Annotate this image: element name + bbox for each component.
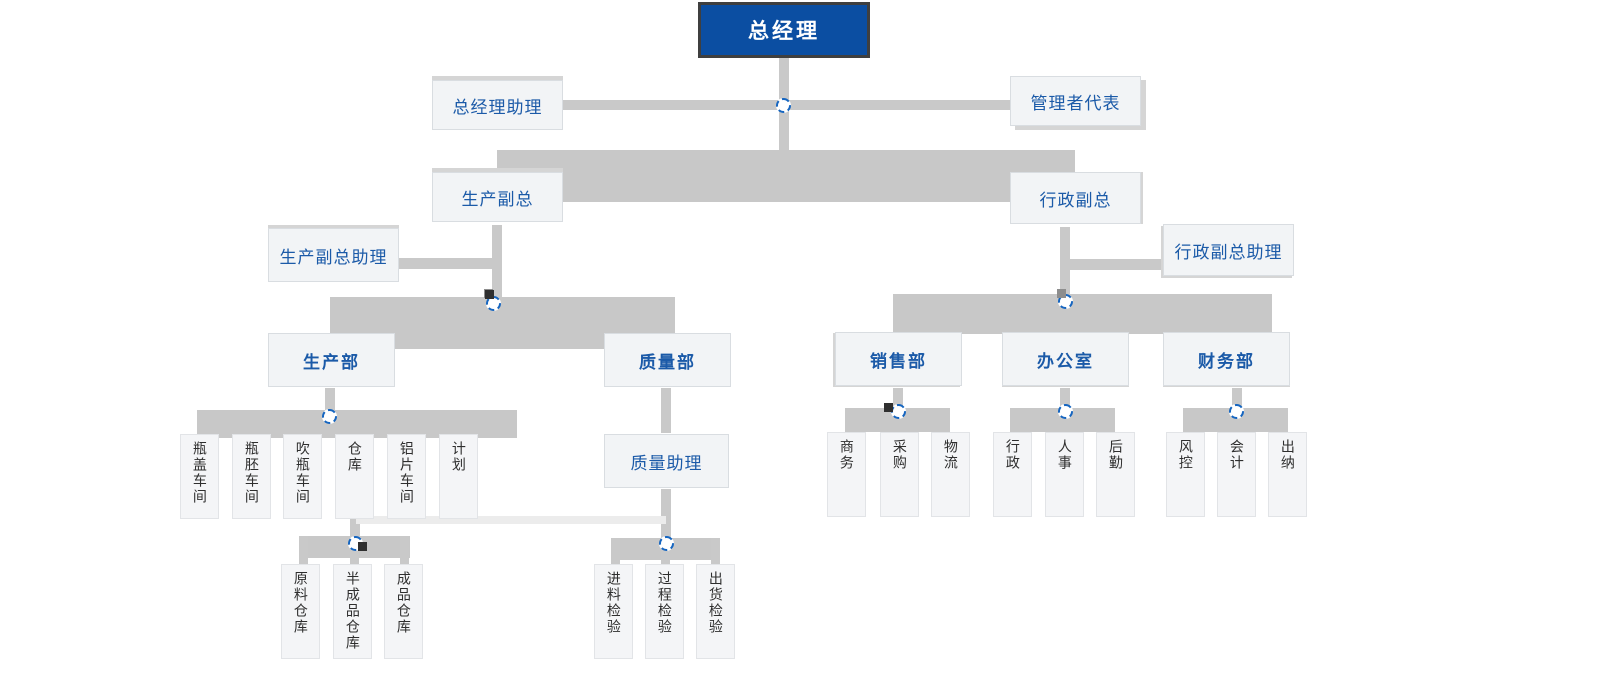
leaf-blow-molding-workshop[interactable]: 吹瓶车间: [283, 434, 322, 519]
junction-handle-finance[interactable]: [1229, 404, 1244, 419]
connector-band-production-leaves: [197, 410, 517, 438]
node-label: 行政副总助理: [1174, 242, 1283, 262]
leaf-label: 采购: [891, 439, 908, 471]
leaf-label: 计划: [450, 441, 467, 473]
leaf-label: 行政: [1004, 439, 1021, 471]
connector-sales-stem: [893, 388, 903, 414]
leaf-label: 仓库: [346, 441, 363, 473]
node-production-vp[interactable]: 生产副总: [432, 172, 563, 222]
connector-prodvp-assistant: [399, 258, 496, 269]
leaf-aluminum-foil-workshop[interactable]: 铝片车间: [387, 434, 426, 519]
leaf-bottle-cap-workshop[interactable]: 瓶盖车间: [180, 434, 219, 519]
node-label: 生产副总助理: [279, 247, 388, 267]
node-label: 总经理助理: [452, 97, 543, 117]
junction-handle-office[interactable]: [1058, 404, 1073, 419]
node-label: 总经理: [748, 20, 820, 43]
leaf-label: 半成品仓库: [344, 571, 361, 651]
leaf-label: 物流: [942, 439, 959, 471]
leaf-label: 铝片车间: [398, 441, 415, 505]
node-office-department[interactable]: 办公室: [1002, 332, 1129, 386]
connector-prodvp-stem: [492, 225, 502, 303]
connector-proddept-stem: [325, 388, 335, 416]
node-production-department[interactable]: 生产部: [268, 333, 395, 387]
node-general-manager[interactable]: 总经理: [698, 2, 870, 58]
leaf-logistics[interactable]: 物流: [931, 432, 970, 517]
leaf-purchasing[interactable]: 采购: [880, 432, 919, 517]
node-sales-department[interactable]: 销售部: [835, 332, 962, 386]
node-production-vp-assistant[interactable]: 生产副总助理: [268, 228, 399, 282]
node-admin-vp-assistant[interactable]: 行政副总助理: [1163, 224, 1294, 276]
selection-handle-warehouse-dark[interactable]: [358, 542, 367, 551]
selection-handle-sales-dark[interactable]: [884, 403, 893, 412]
connector-root-stem: [779, 58, 789, 106]
leaf-human-resources[interactable]: 人事: [1045, 432, 1084, 517]
leaf-label: 后勤: [1107, 439, 1124, 471]
leaf-business[interactable]: 商务: [827, 432, 866, 517]
node-label: 质量助理: [630, 453, 703, 473]
leaf-label: 过程检验: [656, 571, 673, 635]
selection-handle-adminvp[interactable]: [1057, 289, 1066, 298]
leaf-incoming-inspection[interactable]: 进料检验: [594, 564, 633, 659]
leaf-risk-control[interactable]: 风控: [1166, 432, 1205, 517]
connector-warehouse-stem: [350, 518, 360, 542]
node-admin-vp[interactable]: 行政副总: [1010, 172, 1141, 224]
leaf-process-inspection[interactable]: 过程检验: [645, 564, 684, 659]
node-finance-department[interactable]: 财务部: [1163, 332, 1290, 386]
junction-handle-inspection[interactable]: [659, 536, 674, 551]
node-management-representative[interactable]: 管理者代表: [1010, 76, 1141, 126]
leaf-raw-material-warehouse[interactable]: 原料仓库: [281, 564, 320, 659]
node-label: 管理者代表: [1030, 93, 1121, 113]
node-label: 财务部: [1198, 351, 1255, 371]
junction-handle-sales[interactable]: [891, 404, 906, 419]
leaf-outgoing-inspection[interactable]: 出货检验: [696, 564, 735, 659]
leaf-accounting[interactable]: 会计: [1217, 432, 1256, 517]
connector-finance-stem: [1232, 388, 1242, 414]
connector-warehouse-stem-3: [400, 536, 409, 564]
leaf-administration[interactable]: 行政: [993, 432, 1032, 517]
node-label: 办公室: [1037, 351, 1094, 371]
connector-warehouse-stem-1: [299, 536, 308, 564]
connector-adminvp-assistant: [1065, 259, 1163, 270]
leaf-preform-workshop[interactable]: 瓶胚车间: [232, 434, 271, 519]
connector-inspection-stem-3: [711, 538, 720, 566]
leaf-label: 原料仓库: [292, 571, 309, 635]
connector-root-to-vp: [779, 106, 789, 156]
leaf-label: 成品仓库: [395, 571, 412, 635]
selection-handle-prodvp-dark[interactable]: [485, 290, 494, 299]
junction-handle-root[interactable]: [776, 98, 791, 113]
node-label: 质量部: [639, 352, 696, 372]
connector-band-vp: [497, 150, 1075, 202]
leaf-label: 出货检验: [707, 571, 724, 635]
junction-handle-proddept[interactable]: [322, 409, 337, 424]
leaf-label: 会计: [1228, 439, 1245, 471]
leaf-label: 商务: [838, 439, 855, 471]
leaf-label: 风控: [1177, 439, 1194, 471]
leaf-cashier[interactable]: 出纳: [1268, 432, 1307, 517]
connector-long-run: [356, 516, 666, 524]
leaf-planning[interactable]: 计划: [439, 434, 478, 519]
node-quality-department[interactable]: 质量部: [604, 333, 731, 387]
node-label: 行政副总: [1039, 190, 1112, 210]
connector-qualitydept-stem: [661, 388, 671, 433]
leaf-warehouse[interactable]: 仓库: [335, 434, 374, 519]
leaf-finished-goods-warehouse[interactable]: 成品仓库: [384, 564, 423, 659]
node-label: 生产部: [303, 352, 360, 372]
leaf-label: 瓶盖车间: [191, 441, 208, 505]
leaf-general-affairs[interactable]: 后勤: [1096, 432, 1135, 517]
leaf-label: 吹瓶车间: [294, 441, 311, 505]
node-gm-assistant[interactable]: 总经理助理: [432, 80, 563, 130]
leaf-label: 进料检验: [605, 571, 622, 635]
connector-inspection-stem-2: [661, 538, 670, 566]
connector-office-stem: [1060, 388, 1070, 414]
leaf-label: 出纳: [1279, 439, 1296, 471]
connector-band-right-depts: [893, 294, 1272, 334]
leaf-label: 人事: [1056, 439, 1073, 471]
connector-qualityassistant-stem: [661, 489, 671, 541]
node-label: 生产副总: [461, 189, 534, 209]
node-quality-assistant[interactable]: 质量助理: [604, 434, 729, 488]
leaf-label: 瓶胚车间: [243, 441, 260, 505]
node-label: 销售部: [870, 351, 927, 371]
leaf-semi-finished-warehouse[interactable]: 半成品仓库: [333, 564, 372, 659]
connector-inspection-stem-1: [611, 538, 620, 566]
